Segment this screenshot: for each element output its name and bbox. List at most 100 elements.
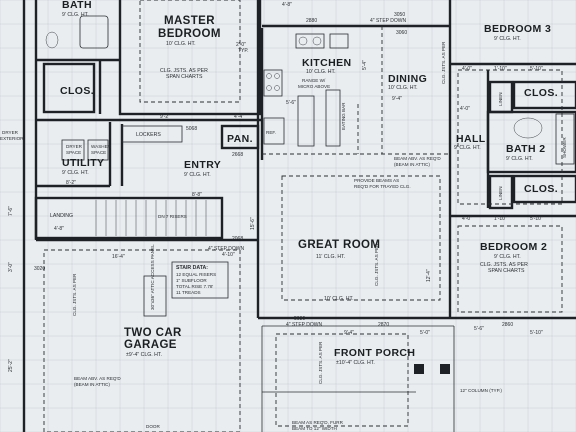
stair-data-box: STAIR DATA: 12 EQUAL RISERS 1" SUBFLOOR … (176, 265, 216, 295)
front-porch-label: FRONT PORCH (334, 347, 415, 359)
dryer-label: DRYER (66, 144, 83, 149)
garage-joist-note: CLG. JSTS. AS PER (72, 273, 77, 316)
kitchen-label: KITCHEN (302, 57, 351, 69)
dining-label: DINING (388, 73, 427, 85)
eating-bar-note: EATING BAR (341, 102, 346, 130)
stair-data-title: STAIR DATA: (176, 265, 208, 271)
porch-beam-note: BEAM AS REQ'D, FURR (292, 420, 344, 425)
great-room-joist-note: CLG. JSTS. AS PER (374, 243, 379, 286)
dim-5030: 5030 (294, 316, 305, 322)
master-bedroom-label: MASTER (164, 15, 215, 27)
dim-2880: 2880 (306, 18, 317, 24)
great-beam-note: BEAM ABV. AS REQ'D (394, 156, 441, 161)
dim-5-0: 5'-0" (420, 330, 430, 336)
trayed-note: PROVIDE BEAMS AS (354, 178, 399, 183)
porch-beam-note-2: BEAM TO 12" WIDTH (292, 426, 337, 431)
entry-ceiling: 9' CLG. HT. (184, 172, 211, 178)
fixtures (45, 15, 575, 317)
bedroom2-ceiling: 9' CLG. HT. (494, 254, 521, 260)
dim-7-6: 7'-6" (8, 206, 14, 216)
trayed-note-2: REQ'D FOR TRAYED CLG. (354, 184, 411, 189)
dim-2068: 2068 (232, 236, 243, 242)
garage-beam-note: BEAM ABV. AS REQ'D (74, 376, 121, 381)
master-bedroom-ceiling: 10' CLG. HT. (166, 41, 196, 47)
utility-label: UTILITY (62, 157, 104, 169)
attic-panel-note: 30"x36" ATTIC ACCESS PANEL (150, 244, 155, 310)
bedroom2-label: BEDROOM 2 (480, 241, 547, 253)
linen-2-label: LINEN (498, 186, 503, 200)
dim-1-10-mid: 1'-10" (494, 216, 507, 222)
utility-ceiling: 9' CLG. HT. (62, 170, 89, 176)
dim-3050: 3050 (394, 12, 405, 18)
bedroom2-joist-note-2: SPAN CHARTS (488, 268, 525, 274)
stair-data-line-3: TOTAL RISE 7.78' (176, 284, 213, 289)
bath-label: BATH (62, 0, 92, 11)
dim-3020: 3020 (34, 266, 45, 272)
door-note: DOOR (146, 424, 160, 429)
stair-data-line-1: 12 EQUAL RISERS (176, 272, 216, 277)
master-joist-note-2: SPAN CHARTS (166, 74, 203, 80)
stair-data-line-4: 11 TREADS (176, 290, 201, 295)
garage-beam-note-2: (BEAM IN ATTIC) (74, 382, 110, 387)
garage-label-2: GARAGE (124, 339, 177, 351)
great-beam-note-2: (BEAM IN ATTIC) (394, 162, 430, 167)
dim-16-4: 16'-4" (112, 254, 125, 260)
dim-12-4: 12'-4" (426, 269, 432, 282)
bedroom3-ceiling: 9' CLG. HT. (494, 36, 521, 42)
dim-5-6: 5'-6" (474, 326, 484, 332)
dim-5-4: 5'-4" (362, 60, 368, 70)
stair-data-line-2: 1" SUBFLOOR (176, 278, 207, 283)
dim-4-8b: 4'-8" (54, 226, 64, 232)
dim-step-down-3: 4" STEP DOWN (286, 322, 323, 328)
pantry-label: PAN. (227, 133, 253, 145)
dim-4-0-top: 4'-0" (462, 66, 472, 72)
great-room-ceiling: 11' CLG. HT. (316, 254, 345, 260)
dim-4-0-mid: 4'-0" (462, 216, 472, 222)
dim-5-10-mid: 5'-10" (530, 216, 543, 222)
dim-step-down-2: 4" STEP DOWN (208, 246, 245, 252)
dim-5068: 5068 (186, 126, 197, 132)
landing-label: LANDING (50, 213, 73, 219)
dim-typ: TYP. (238, 48, 248, 54)
dim-8-8: 8'-8" (192, 192, 202, 198)
dim-5-6-kitchen: 5'-6" (286, 100, 296, 106)
garage-label: TWO CAR (124, 327, 182, 339)
dim-2870: 2870 (378, 322, 389, 328)
exterior-label: EXTERIOR (0, 136, 24, 141)
dim-5-10-top: 5'-10" (530, 66, 543, 72)
bath2-label: BATH 2 (506, 143, 546, 155)
walls (22, 0, 576, 432)
lockers-label: LOCKERS (136, 132, 161, 138)
ref-label: REF. (266, 130, 276, 135)
dim-4-0-hall: 4'-0" (460, 106, 470, 112)
column-note: 12" COLUMN (TYP.) (460, 388, 502, 393)
entry-label: ENTRY (184, 159, 221, 171)
washer-space-label: SPACE (91, 150, 106, 155)
notes: BEAM ABV. AS REQ'D (BEAM IN ATTIC) PROVI… (74, 156, 502, 431)
bath2-ceiling: 9' CLG. HT. (506, 156, 533, 162)
room-labels: BATH 9' CLG. HT. MASTER BEDROOM 10' CLG.… (0, 0, 567, 384)
closet-left-label: CLOS. (60, 85, 94, 97)
dim-4-8: 4'-8" (282, 2, 292, 8)
dim-8-2: 8'-2" (66, 180, 76, 186)
porch-joist-note: CLG. JSTS. AS PER (318, 341, 323, 384)
dim-2860: 2860 (502, 322, 513, 328)
front-porch-ceiling: ±10'-4" CLG. HT. (336, 360, 375, 366)
range-note: RANGE W/ (302, 78, 326, 83)
micro-note: MICRO ABOVE (298, 84, 330, 89)
washer-label: WASHER (91, 144, 112, 149)
bedroom3-joist-note: CLG. JSTS. AS PER (441, 41, 446, 84)
dim-25-2: 25'-2" (8, 359, 14, 372)
dimensions: 4'-8" 2880 4" STEP DOWN 3060 4'-0" 1'-10… (8, 2, 543, 372)
dim-step-down: 4" STEP DOWN (370, 18, 407, 24)
closet-b3-label: CLOS. (524, 87, 558, 99)
closet-b2-label: CLOS. (524, 183, 558, 195)
dim-3-0: 3'-0" (8, 262, 14, 272)
dim-1-10-top: 1'-10" (494, 66, 507, 72)
hall-label: HALL (456, 133, 486, 145)
ceiling-outlines (43, 0, 563, 432)
bedroom3-label: BEDROOM 3 (484, 23, 551, 35)
great-room-ceiling-2: 10' CLG. HT. (324, 296, 354, 302)
